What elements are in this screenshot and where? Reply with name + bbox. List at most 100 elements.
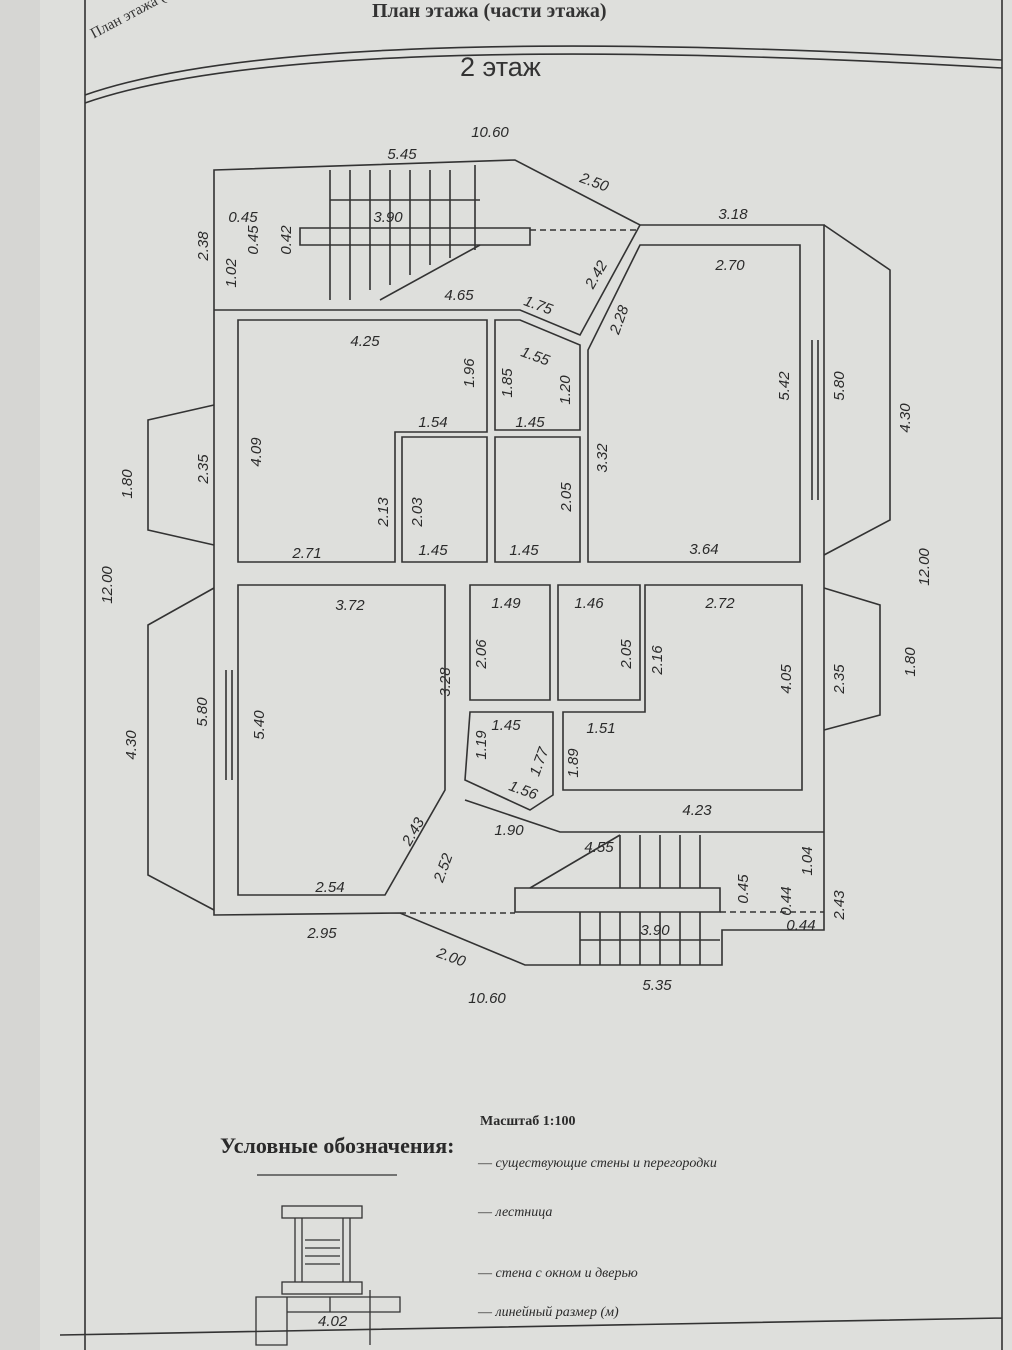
- dimension-label: 2.03: [409, 497, 426, 528]
- scale-label: Масштаб 1:100: [480, 1114, 576, 1129]
- room-upper-right: [587, 244, 801, 563]
- legend-stair-icon-base: [281, 1281, 363, 1295]
- dimension-label: 5.35: [642, 977, 672, 994]
- legend-stair-icon-body: [294, 1218, 351, 1282]
- dimension-label: 2.43: [398, 814, 428, 849]
- dimension-label: 4.55: [584, 839, 614, 856]
- dimension-label: 2.52: [430, 851, 457, 886]
- room-small-3: [494, 319, 581, 431]
- dimension-label: 10.60: [471, 124, 509, 141]
- dimension-label: 3.64: [689, 541, 718, 558]
- corridor-upper: [214, 224, 641, 337]
- dimension-label: 0.42: [278, 225, 295, 255]
- bay-right-top: [823, 224, 891, 556]
- dimension-label: 5.80: [194, 697, 211, 727]
- dimension-label: 1.20: [557, 375, 574, 405]
- stair-top-treads: [329, 165, 481, 301]
- dimension-label: 1.46: [574, 595, 604, 612]
- legend-item-walls: существующие стены и перегородки: [478, 1156, 717, 1172]
- room-small-6: [464, 711, 554, 811]
- dimension-label: 2.16: [649, 645, 666, 676]
- dimension-label: 2.72: [704, 595, 735, 612]
- dimension-label: 2.38: [195, 231, 212, 262]
- dimension-label: 2.95: [306, 925, 337, 942]
- dimension-label: 2.54: [314, 879, 344, 896]
- dimension-label: 2.06: [473, 639, 490, 670]
- dimension-label: 2.50: [577, 169, 612, 196]
- stair-bottom-dash: [400, 911, 824, 914]
- dimension-label: 1.54: [418, 414, 447, 431]
- dimension-label: 2.00: [434, 944, 469, 971]
- dimension-label: 4.05: [778, 664, 795, 694]
- dimension-label: 0.44: [778, 886, 795, 915]
- room-lower-right: [562, 584, 803, 791]
- legend-item-wall-window-door: стена с окном и дверью: [478, 1266, 638, 1282]
- dimension-label: 1.45: [509, 542, 539, 559]
- dimension-label: 1.49: [491, 595, 521, 612]
- dimension-label: 0.44: [786, 917, 815, 934]
- dimension-label: 1.77: [527, 745, 553, 779]
- dimension-label: 1.96: [461, 358, 478, 388]
- window-right: [811, 340, 819, 500]
- dimension-label: 1.45: [491, 717, 521, 734]
- frame-border: [59, 0, 1003, 1350]
- dimension-label: 1.85: [499, 368, 516, 398]
- dimension-label: 2.28: [606, 303, 633, 338]
- dimension-label: 2.70: [714, 257, 745, 274]
- dimension-label: 2.05: [558, 482, 575, 513]
- dimension-label: 4.25: [350, 333, 380, 350]
- legend-item-dimension: линейный размер (м): [478, 1305, 619, 1321]
- dimension-label: 2.35: [831, 664, 848, 695]
- room-lower-left: [237, 584, 446, 896]
- dimension-label: 3.90: [373, 209, 403, 226]
- dimension-label: 1.45: [418, 542, 448, 559]
- dimension-label: 5.42: [776, 371, 793, 401]
- stair-bottom-landing: [514, 887, 721, 913]
- window-left: [225, 670, 233, 780]
- dimension-label: 3.28: [437, 667, 454, 697]
- bay-right-bottom: [823, 587, 881, 731]
- dimension-label: 0.45: [245, 225, 262, 255]
- dimension-label: 2.05: [618, 639, 635, 670]
- page-title: План этажа (части этажа): [372, 0, 607, 22]
- dimension-label: 3.18: [718, 206, 748, 223]
- dimension-labels: 10.60 5.45 2.50 3.18 0.45 3.90 2.38 0.45 0.42 1.0…: [99, 124, 933, 1007]
- dimension-label: 1.89: [565, 748, 582, 778]
- dimension-label: 0.45: [735, 874, 752, 904]
- dimension-label: 1.51: [586, 720, 615, 737]
- legend-stair-icon: [281, 1205, 363, 1219]
- dimension-label: 1.19: [473, 730, 490, 760]
- dimension-label: 3.90: [640, 922, 670, 939]
- stair-bottom-treads: [529, 834, 720, 965]
- dimension-label: 12.00: [916, 548, 933, 586]
- header-curve: [84, 45, 1003, 104]
- dimension-label: 1.02: [223, 258, 240, 288]
- dimension-label: 5.80: [831, 371, 848, 401]
- dimension-label: 2.35: [195, 454, 212, 485]
- dimension-label: 1.90: [494, 822, 524, 839]
- dimension-label: 0.45: [228, 209, 258, 226]
- legend-wall-window-icon: [255, 1290, 401, 1346]
- dimension-label: 2.42: [581, 257, 611, 292]
- floor-title: 2 этаж: [460, 52, 541, 82]
- room-upper-left: [237, 319, 488, 563]
- dimension-label: 1.04: [799, 846, 816, 875]
- bay-left-bottom: [147, 587, 215, 911]
- corridor-lower: [464, 799, 824, 833]
- dimension-label: 3.32: [594, 443, 611, 473]
- legend-symbols: [255, 1174, 401, 1346]
- dimension-label: 3.72: [335, 597, 365, 614]
- dimension-label: 12.00: [99, 566, 116, 604]
- room-small-2: [494, 436, 581, 563]
- dimension-label: 4.30: [123, 730, 140, 760]
- dimension-label: 5.45: [387, 146, 417, 163]
- dimension-label: 4.23: [682, 802, 712, 819]
- dimension-label: 2.43: [831, 890, 848, 921]
- dimension-label: 1.75: [522, 293, 556, 319]
- stair-top-landing: [299, 227, 531, 246]
- dimension-label: 1.80: [119, 469, 136, 499]
- dimension-label: 10.60: [468, 990, 506, 1007]
- dimension-label: 5.40: [251, 710, 268, 740]
- document-page: [40, 0, 1012, 1350]
